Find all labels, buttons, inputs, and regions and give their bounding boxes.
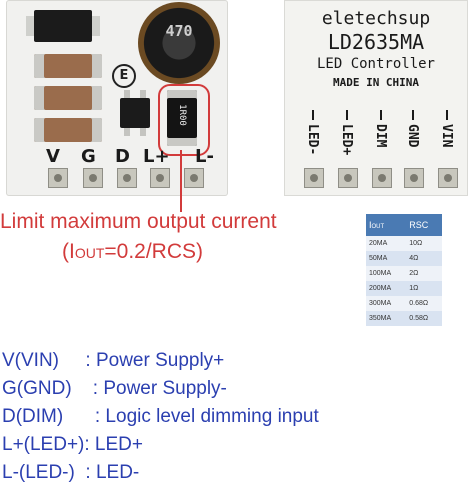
table-cell: 1Ω xyxy=(406,281,442,296)
formula-prefix: (I xyxy=(62,240,75,263)
control-ic-pin xyxy=(124,90,130,98)
pin-label-lminus: L- xyxy=(195,146,214,167)
pin-description-dim: D(DIM) : Logic level dimming input xyxy=(2,406,319,427)
board-subtitle: LED Controller xyxy=(316,56,435,72)
pin-tick xyxy=(446,110,448,120)
table-header-row: IOUT RSC xyxy=(366,214,442,236)
capacitor-1 xyxy=(34,54,102,78)
pin-label-dim: DIM xyxy=(373,124,388,148)
header-iout: IOUT xyxy=(366,214,407,236)
formula-rest: =0.2/RCS) xyxy=(104,240,204,263)
table-cell: 200MA xyxy=(366,281,407,296)
solder-pad-gnd xyxy=(404,168,424,188)
solder-pad-d xyxy=(117,168,137,188)
header-rsc: RSC xyxy=(406,214,442,236)
callout-leader-line xyxy=(180,150,182,212)
solder-pad-dim xyxy=(372,168,392,188)
capacitor-3 xyxy=(34,118,102,142)
control-ic-pin xyxy=(140,90,146,98)
solder-pad-lplus xyxy=(150,168,170,188)
table-cell: 100MA xyxy=(366,266,407,281)
solder-pad-lminus xyxy=(184,168,204,188)
solder-pad-led-plus xyxy=(338,168,358,188)
brand-name: eletechsup xyxy=(321,8,431,29)
solder-pad-v xyxy=(48,168,68,188)
pin-description-led-minus: L-(LED-) : LED- xyxy=(2,462,140,483)
regulator-chip xyxy=(26,10,100,42)
pin-tick xyxy=(346,110,348,120)
inductor-marking: 470 xyxy=(165,22,193,40)
table-cell: 10Ω xyxy=(406,236,442,251)
board-origin: MADE IN CHINA xyxy=(332,76,420,89)
solder-pad-led-minus xyxy=(304,168,324,188)
solder-pad-g xyxy=(83,168,103,188)
ce-mark-logo: E xyxy=(112,64,136,88)
pin-label-gnd: GND xyxy=(405,124,420,148)
header-sub: OUT xyxy=(371,224,385,230)
pin-description-vin: V(VIN) : Power Supply+ xyxy=(2,350,225,371)
pin-label-v: V xyxy=(46,146,60,167)
pin-tick xyxy=(312,110,314,120)
table-cell: 4Ω xyxy=(406,251,442,266)
pin-label-d: D xyxy=(115,146,130,167)
solder-pad-vin xyxy=(438,168,458,188)
pin-label-led-plus: LED+ xyxy=(339,124,354,156)
pin-label-vin: VIN xyxy=(439,124,454,148)
current-formula: (IOUT=0.2/RCS) xyxy=(62,240,203,264)
table-cell: 2Ω xyxy=(406,266,442,281)
power-inductor xyxy=(138,2,220,84)
table-cell: 300MA xyxy=(366,296,407,311)
sense-resistor xyxy=(167,90,197,146)
control-ic-pin xyxy=(140,128,146,136)
table-cell: 20MA xyxy=(366,236,407,251)
header-i: I xyxy=(369,220,372,230)
model-number: LD2635MA xyxy=(327,30,425,54)
capacitor-2 xyxy=(34,86,102,110)
control-ic xyxy=(120,98,150,128)
table-cell: 50MA xyxy=(366,251,407,266)
pin-label-lplus: L+ xyxy=(143,146,170,167)
current-limit-caption: Limit maximum output current xyxy=(0,210,277,233)
table-cell: 0.68Ω xyxy=(406,296,442,311)
pin-label-g: G xyxy=(81,146,96,167)
formula-subscript: OUT xyxy=(74,245,105,261)
table-cell: 0.58Ω xyxy=(406,311,442,326)
table-cell: 350MA xyxy=(366,311,407,326)
resistor-highlight-circle xyxy=(158,84,210,156)
pin-description-gnd: G(GND) : Power Supply- xyxy=(2,378,227,399)
pin-description-led-plus: L+(LED+): LED+ xyxy=(2,434,143,455)
pin-label-led-minus: LED- xyxy=(305,124,320,156)
pin-tick xyxy=(412,110,414,120)
pin-tick xyxy=(380,110,382,120)
control-ic-pin xyxy=(124,128,130,136)
module-photo-right xyxy=(284,0,468,196)
